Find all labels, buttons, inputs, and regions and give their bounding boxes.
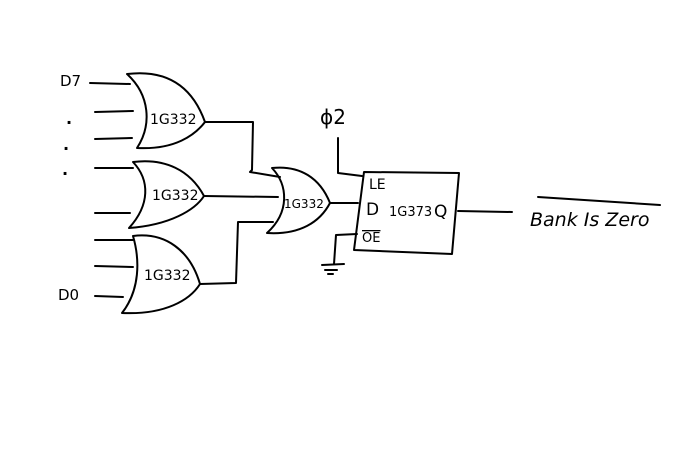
- input-wire: [94, 110, 134, 113]
- latch-1g373: LE D 1G373 Q OE: [353, 171, 460, 255]
- clock-label: ϕ2: [320, 105, 346, 129]
- ground-symbol: [321, 233, 358, 275]
- latch-part-label: 1G373: [389, 205, 432, 220]
- ellipsis-dot: .: [66, 109, 72, 128]
- latch-pin-q: Q: [434, 202, 447, 222]
- output-label: Bank Is Zero: [530, 209, 649, 231]
- input-wire-d0: [94, 295, 124, 298]
- wire-or3-to-or4: [199, 221, 274, 285]
- output-label-overline: [537, 196, 661, 206]
- interconnect-wires: [199, 121, 281, 285]
- input-wire: [94, 265, 134, 268]
- input-label-d7: D7: [60, 72, 81, 90]
- or-gate-2: 1G332: [128, 160, 205, 229]
- or-gate-body: [126, 72, 206, 150]
- or-gate-1: 1G332: [126, 72, 206, 150]
- input-wire: [94, 137, 133, 140]
- latch-pin-d: D: [366, 200, 379, 220]
- gate-part-label: 1G332: [150, 112, 196, 128]
- clock-wire: [337, 137, 363, 177]
- input-wire-d7: [89, 82, 131, 85]
- ellipsis-dot: .: [62, 160, 68, 179]
- or-gate-4: 1G332: [266, 166, 359, 235]
- output-wire: [457, 210, 513, 213]
- input-wires: [89, 82, 134, 298]
- latch-body: [353, 171, 460, 255]
- latch-pin-le: LE: [369, 177, 386, 193]
- or-gate-3: 1G332: [121, 234, 201, 315]
- gate-part-label: 1G332: [284, 197, 324, 211]
- oe-wire: [333, 233, 358, 265]
- ground-icon: [321, 263, 345, 266]
- ellipsis-dot: .: [63, 135, 69, 154]
- or-gate-body: [128, 160, 205, 229]
- wire-or2-to-or4: [203, 195, 279, 198]
- wire-or1-to-or4: [204, 121, 281, 178]
- latch-pin-oe: OE: [362, 231, 380, 246]
- input-label-d0: D0: [58, 286, 79, 304]
- or-gate-body: [121, 234, 201, 315]
- or-gate-body: [266, 166, 331, 235]
- gate-part-label: 1G332: [152, 188, 198, 204]
- gate-part-label: 1G332: [144, 268, 190, 284]
